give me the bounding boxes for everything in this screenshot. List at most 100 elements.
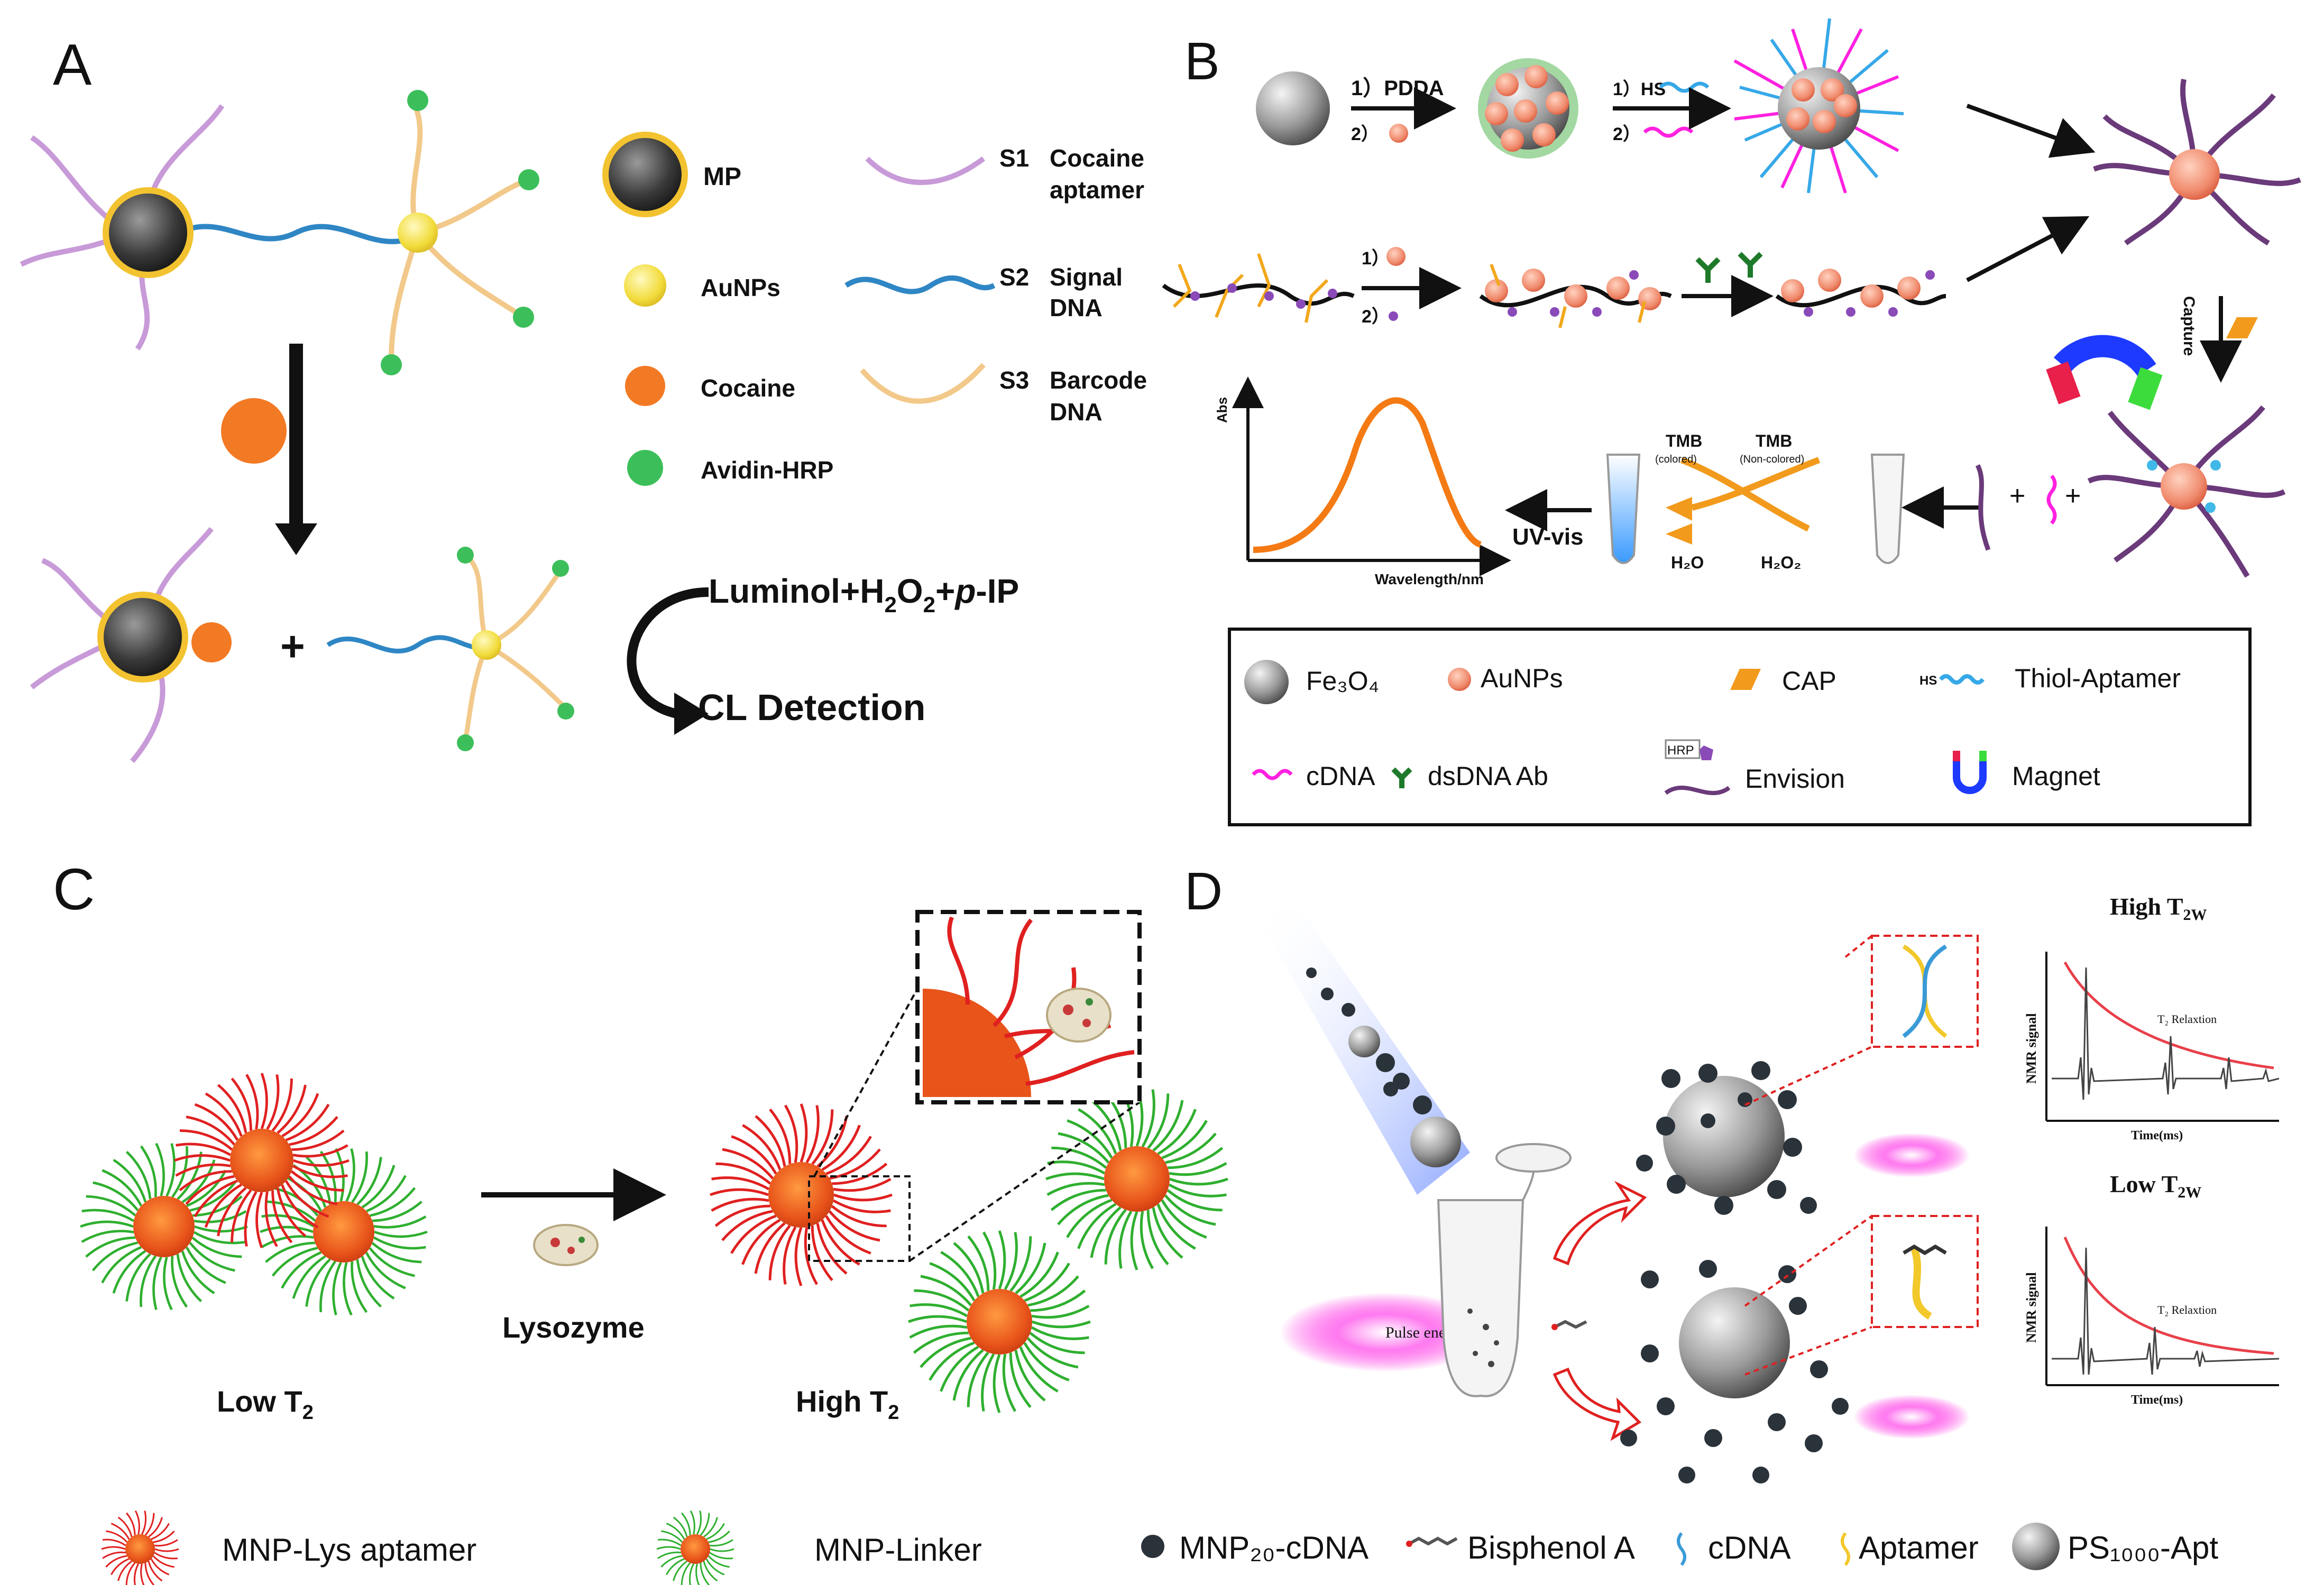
- panel-c-label: C: [53, 857, 95, 922]
- legend-envision: Envision: [1745, 764, 1845, 794]
- h2o-arrow-head: [1666, 523, 1692, 545]
- mnp-lys-aptamer: [174, 1073, 350, 1248]
- aunp: [472, 630, 501, 660]
- capture-label: Capture: [2180, 296, 2198, 356]
- dsdna-ab-icon: [1695, 257, 1721, 283]
- aptamer-cdna-inset: [1871, 935, 1979, 1048]
- high-t2-label: High T2: [796, 1385, 899, 1424]
- mnp-lys-aptamer-legend-icon: [101, 1510, 179, 1585]
- sample-tube: [1437, 1143, 1572, 1397]
- lysozyme-molecule: [533, 1224, 599, 1266]
- cdna-fragment: [2046, 474, 2057, 525]
- tmb-noncolored-sub: (Non-colored): [1740, 454, 1804, 465]
- tube-uncolored: [1870, 454, 1905, 564]
- low-t2w-title: Low T2W: [2110, 1171, 2201, 1201]
- avidin-hrp: [381, 354, 402, 375]
- envision-legend-icon: [1664, 786, 1731, 795]
- mp-bead: [103, 187, 194, 278]
- zoom-line: [908, 1101, 1141, 1262]
- h2o-label: H₂O: [1671, 553, 1704, 572]
- aunp: [1821, 78, 1844, 102]
- aunp-reagent-icon: [1389, 124, 1408, 143]
- to-capture-arrow-1: [1966, 104, 2096, 158]
- cdna-legend-icon-d: [1677, 1532, 1686, 1566]
- legend-s3-id: S3: [999, 366, 1029, 394]
- panel-b: B 1）PDDA 2） 1）HS 2）: [1162, 18, 2301, 826]
- avidin-hrp: [513, 307, 534, 328]
- ps-aggregate-upper: [1636, 1061, 1817, 1215]
- s2-strand-icon: [844, 275, 996, 294]
- pulse-glow-upper: [1853, 1133, 1970, 1177]
- high-t2-dispersed: [710, 1088, 1228, 1413]
- h2o2-arrow: [1680, 457, 1810, 532]
- plus-sign-b1: +: [2009, 481, 2025, 511]
- avidin-hrp: [557, 703, 574, 720]
- tmb-colored-label: TMB: [1666, 431, 1702, 450]
- dsdna-ab-legend-icon: [1391, 767, 1412, 788]
- aunp: [1546, 91, 1569, 115]
- panel-a: A: [20, 32, 1147, 763]
- nmr-low-x-label: Time(ms): [2131, 1393, 2183, 1407]
- ps-legend-icon: [2012, 1523, 2060, 1570]
- ps-dispersed-lower: [1620, 1260, 1849, 1483]
- nmr-low-y-label: NMR signal: [2024, 1272, 2039, 1343]
- inset-particle: [923, 989, 1031, 1097]
- cap-molecule-icon: [2226, 317, 2258, 338]
- zoom-region: [808, 1175, 911, 1262]
- legend-aunps-b: AuNPs: [1481, 664, 1563, 693]
- bisphenol-a-molecule: [1551, 1320, 1587, 1330]
- nmr-high-signal: [2052, 967, 2280, 1100]
- panel-b-label: B: [1184, 32, 1220, 91]
- aunp: [1834, 94, 1857, 117]
- legend-cap: CAP: [1782, 666, 1836, 696]
- avidin-hrp: [457, 734, 474, 751]
- nmr-high-y-label: NMR signal: [2024, 1013, 2039, 1084]
- s3-strand-icon: [860, 363, 986, 404]
- mp-complex-bottom: [30, 527, 232, 763]
- inset-lysozyme: [1046, 988, 1112, 1043]
- low-t2-aggregate: [80, 1073, 428, 1316]
- mnp-linker: [908, 1230, 1091, 1413]
- aunps-legend-icon: [1448, 668, 1471, 691]
- aunp: [1514, 99, 1537, 123]
- step1-line2: 2）: [1351, 124, 1379, 144]
- tmb-arrow-head: [1666, 497, 1692, 521]
- magnet-legend-icon: [1953, 756, 1987, 794]
- aunp: [1485, 102, 1508, 125]
- panel-d: D Pulse energy: [1141, 862, 2280, 1570]
- barcode-dna-strand: [485, 643, 568, 711]
- aunp: [1813, 110, 1836, 133]
- magnet-icon: [2046, 335, 2163, 410]
- nmr-plot-low: Low T2W NMR signal Time(ms) T₂ Relaxtion: [2024, 1171, 2280, 1407]
- mp-complex-top: [20, 90, 539, 375]
- magnet-legend-pole-green: [1979, 751, 1987, 761]
- signal-dna-strand: [326, 635, 488, 653]
- nmr-high-relax-label: T₂ Relaxtion: [2157, 1012, 2217, 1026]
- nmr-low-relax-label: T₂ Relaxtion: [2157, 1303, 2217, 1316]
- legend-s2-l1: Signal: [1050, 263, 1123, 291]
- tmb-colored-sub: (colored): [1655, 454, 1697, 465]
- cl-curved-arrow: [627, 587, 709, 718]
- plot-y-label: Abs: [1214, 397, 1230, 423]
- aunp: [1786, 107, 1809, 131]
- mnp-lys-aptamer: [101, 1510, 179, 1585]
- sandwich-complex: [2093, 79, 2301, 246]
- cdna-icon: [1643, 126, 1694, 138]
- legend-dsdna: dsDNA Ab: [1428, 761, 1548, 791]
- lower-path-arrow: [1553, 1367, 1642, 1441]
- legend-thiol: Thiol-Aptamer: [2015, 664, 2181, 693]
- nmr-low-envelope: [2063, 1237, 2274, 1355]
- signal-dna-strand: [178, 224, 414, 244]
- falling-mnps: [1306, 967, 1432, 1114]
- legend-bpa: Bisphenol A: [1467, 1530, 1635, 1565]
- plot-x-label: Wavelength/nm: [1375, 571, 1484, 587]
- legend-avidin: Avidin-HRP: [701, 456, 833, 484]
- legend-s2-id: S2: [999, 263, 1029, 291]
- panel-c: C Lysozyme Low T2 High T2 MNP-Lys aptame…: [53, 857, 1228, 1585]
- barcode-dna-strand: [485, 569, 563, 648]
- released-signal-complex: [326, 547, 574, 751]
- legend-magnet: Magnet: [2012, 761, 2100, 791]
- legend-cocaine: Cocaine: [701, 374, 795, 402]
- legend-cdna-b: cDNA: [1306, 761, 1375, 791]
